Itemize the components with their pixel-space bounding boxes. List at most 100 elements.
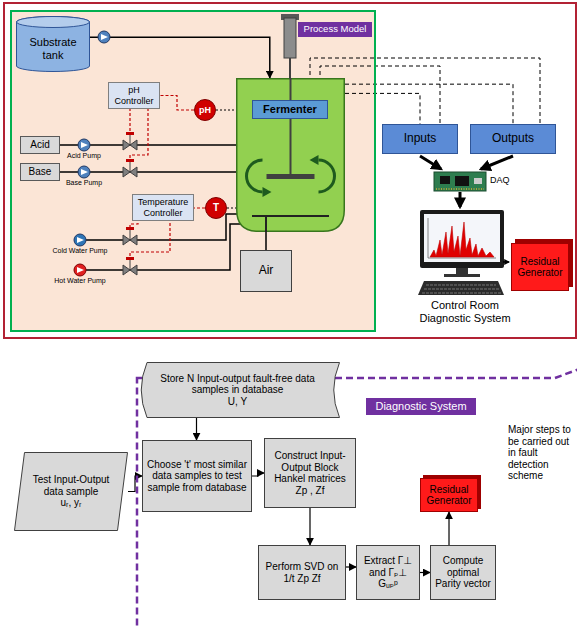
text-block: Acid: [23, 139, 57, 151]
pump-arrow: [101, 34, 108, 40]
process-box: Compute optimal Parity vector: [430, 545, 496, 600]
text-block: Base: [23, 166, 57, 178]
valve-actuator: [126, 227, 134, 230]
daq-pins: [436, 188, 484, 190]
station-label: Control Room Diagnostic System: [409, 299, 521, 324]
hot-water-pipe: [86, 224, 242, 270]
parallelogram-outline: [15, 453, 128, 531]
pump-symbol: [98, 31, 110, 43]
node-text: Fermenter: [256, 103, 324, 116]
tank-body: [17, 17, 90, 72]
node-text: 1/t Zp Zf: [262, 573, 342, 585]
impeller-blade: [267, 174, 315, 179]
text-block: pH Controller: [111, 85, 157, 106]
valve-symbol: [123, 227, 137, 245]
node-text: Perform SVD on: [262, 561, 342, 573]
vessel-body: [237, 79, 345, 232]
daq-board: [434, 172, 486, 191]
node-text: Zp , Zf: [268, 485, 352, 497]
substrate-tank: Substrate tank: [16, 16, 90, 72]
node-text: Diagnostic System: [369, 400, 473, 413]
text-block: Substrate tank: [19, 36, 87, 61]
valve-symbol: [123, 159, 137, 177]
base-tank: Base: [20, 163, 60, 181]
ph-sensor: pH: [194, 99, 216, 121]
pump-body: [78, 166, 90, 178]
pump-label: Cold Water Pump: [46, 247, 114, 255]
connector: [420, 572, 430, 573]
node-text: T: [205, 202, 227, 214]
outer-frame: [4, 3, 576, 338]
connector: [90, 37, 270, 78]
ph-controller: pH Controller: [108, 82, 160, 109]
name-tag: Diagnostic System: [366, 398, 476, 415]
agitator-motor: [284, 18, 296, 58]
name-tag: Process Model: [298, 22, 372, 37]
pump-label: Hot Water Pump: [46, 277, 114, 285]
pump-body: [78, 139, 90, 151]
mixing-arrow-head: [310, 155, 319, 165]
node-text: Temperature Controller: [135, 197, 191, 218]
outputs-box: Outputs: [470, 124, 556, 154]
connector: [252, 473, 264, 476]
pump-arrow: [81, 142, 88, 148]
text-block: Choose 't' most similar data samples to …: [147, 459, 247, 494]
mixing-arrow: [247, 160, 263, 192]
chart-axes: [428, 218, 496, 258]
connector: [309, 508, 310, 545]
text-block: Inputs: [386, 132, 454, 146]
text-block: Air: [244, 264, 288, 278]
monitor-base: [444, 274, 480, 277]
daq-chip: [455, 176, 469, 186]
node-text: Extract Γ⊥ and Γₚ⊥ Gᵤₚᵖ: [360, 555, 416, 590]
node-text: Inputs: [386, 132, 454, 146]
mixing-arrow-head: [263, 187, 272, 197]
pump-symbol: [78, 166, 90, 178]
data-arrow: [459, 192, 462, 207]
keyboard: [418, 281, 504, 295]
residual-generator: Residual Generator: [511, 243, 569, 291]
valve-actuator: [126, 257, 134, 260]
text-block: Compute optimal Parity vector: [434, 555, 492, 590]
agitator-shaft: [290, 78, 292, 178]
daq-chip: [474, 178, 482, 184]
text-block: Perform SVD on1/t Zp Zf: [262, 561, 342, 584]
node-text: Choose 't' most similar data samples to …: [147, 459, 247, 494]
valve-actuator: [126, 132, 134, 135]
side-note: Major steps to be carried out in fault d…: [508, 424, 574, 482]
connector: [346, 566, 356, 567]
process-model-ground: [12, 12, 374, 330]
text-block: Construct Input-Output Block Hankel matr…: [268, 450, 352, 496]
node-text: Test Input-Output data sample: [28, 474, 114, 497]
pump-body: [74, 264, 86, 276]
data-store: Store N Input-output fault-free data sam…: [135, 362, 340, 418]
valve-stem: [130, 230, 131, 240]
connector: [345, 93, 420, 124]
valve-symbol: [123, 132, 137, 150]
temperature-sensor: T: [205, 197, 227, 219]
monitor-screen: [424, 214, 500, 262]
node-text: pH: [194, 105, 216, 115]
residual-generator: Residual Generator: [420, 478, 478, 512]
data-arrow: [503, 261, 509, 263]
pump-body: [98, 31, 110, 43]
valve-stem: [130, 260, 131, 270]
air-supply: Air: [240, 250, 292, 292]
text-block: Extract Γ⊥ and Γₚ⊥ Gᵤₚᵖ: [360, 555, 416, 590]
process-box: Choose 't' most similar data samples to …: [142, 440, 252, 512]
node-text: Store N Input-output fault-free data sam…: [151, 373, 324, 396]
sensor-circle: [195, 100, 216, 121]
spectrum-chart: [430, 222, 494, 257]
process-box: Construct Input-Output Block Hankel matr…: [264, 438, 356, 508]
pump-symbol: [74, 234, 86, 246]
input-output-data: Test Input-Output data sampleuᵣ, yᵣ: [14, 452, 128, 531]
air-sparger: [252, 216, 329, 232]
connector: [128, 476, 142, 492]
node-text: Construct Input-Output Block Hankel matr…: [268, 450, 352, 485]
text-block: T: [205, 202, 227, 214]
connector: [194, 207, 205, 208]
text-block: Outputs: [474, 132, 552, 146]
node-text: Process Model: [301, 24, 369, 35]
node-text: Acid: [23, 139, 57, 151]
node-text: Compute optimal Parity vector: [434, 555, 492, 590]
